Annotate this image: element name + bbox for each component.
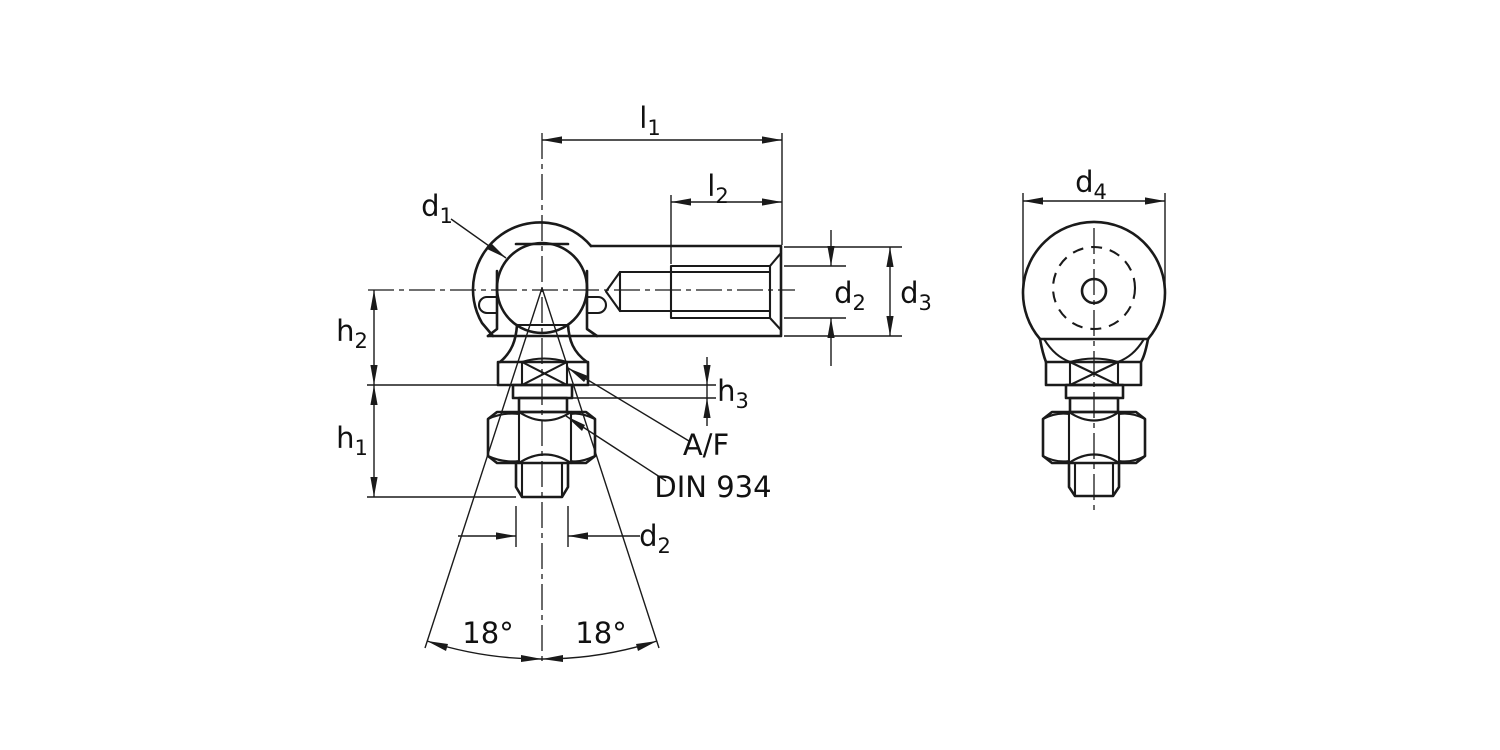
housing-ear-left: [478, 295, 499, 315]
front-housing: [1021, 220, 1167, 364]
label-af: A/F: [683, 428, 729, 462]
label-d2-thread: d2: [834, 276, 866, 315]
threaded-stud: [514, 461, 570, 499]
label-din934: DIN 934: [654, 470, 771, 504]
label-d2-stud: d2: [639, 519, 671, 558]
dimension-h2-h1: h2 h1: [336, 290, 516, 498]
front-view: [1021, 220, 1167, 510]
dimension-d2-thread: d2: [784, 230, 866, 366]
label-angle-right: 18°: [575, 616, 626, 650]
front-hex-nut: [1041, 410, 1147, 465]
label-h1: h1: [336, 421, 368, 460]
label-l1: l1: [639, 101, 660, 140]
label-angle-left: 18°: [462, 616, 513, 650]
leader-af: A/F: [567, 367, 729, 462]
ball-hole: [1080, 277, 1108, 305]
dimension-l1: l1: [542, 101, 783, 245]
label-l2: l2: [707, 169, 728, 208]
dimension-d2-stud: d2: [458, 506, 671, 558]
dimension-d4: d4: [1022, 165, 1166, 289]
swivel-angle-lines: [424, 287, 660, 662]
ball-hidden-circle: [1051, 245, 1137, 331]
dimension-d1: d1: [421, 189, 507, 259]
housing-ear-right: [585, 295, 607, 315]
label-d4: d4: [1075, 165, 1107, 204]
stud-neck: [498, 323, 589, 364]
dimension-swivel-angles: 18° 18°: [462, 616, 626, 650]
hex-nut: [486, 410, 597, 465]
dimension-l2: l2: [670, 169, 782, 264]
label-h3: h3: [717, 374, 749, 413]
shank: [517, 396, 569, 414]
side-view: [368, 133, 795, 662]
threaded-bore: [604, 251, 783, 332]
dimension-d3: d3: [784, 246, 932, 337]
ball: [495, 241, 589, 335]
dimension-h3: h3: [572, 357, 749, 426]
label-h2: h2: [336, 314, 368, 353]
front-threaded-stud: [1067, 461, 1121, 498]
label-d3: d3: [900, 276, 932, 315]
leader-din934: DIN 934: [565, 415, 772, 504]
label-d1: d1: [421, 189, 453, 228]
dimensions: l1 l2 d1 d2 d3: [336, 101, 1166, 650]
